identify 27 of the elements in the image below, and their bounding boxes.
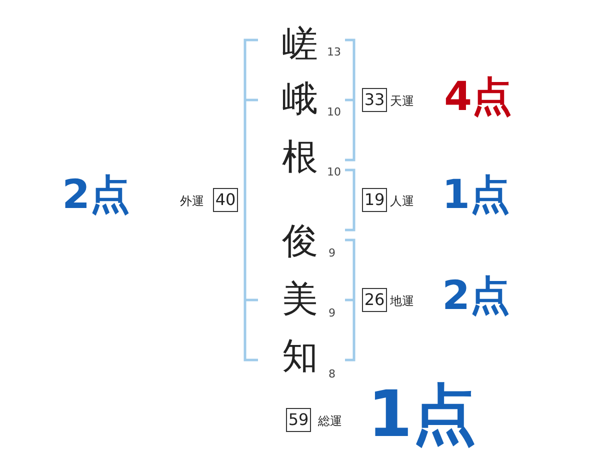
fortune-label: 人運: [390, 195, 414, 207]
fortune-number-box: 19: [362, 188, 387, 212]
fortune-number-box: 59: [286, 408, 311, 432]
fortune-label: 外運: [180, 195, 204, 207]
stroke-count: 8: [328, 368, 336, 380]
name-character: 根: [282, 140, 318, 176]
score-text: 2点: [442, 276, 510, 316]
score-text: 1点: [442, 175, 510, 215]
score-text: 2点: [62, 175, 130, 215]
stroke-count: 9: [328, 308, 336, 318]
score-text: 1点: [368, 383, 476, 447]
name-character: 峨: [282, 82, 318, 118]
fortune-number-box: 26: [362, 288, 387, 312]
name-character: 嵯: [282, 27, 318, 63]
fortune-number-box: 40: [213, 188, 238, 212]
name-character: 俊: [282, 224, 318, 260]
score-text: 4点: [444, 77, 512, 117]
stroke-count: 13: [327, 46, 341, 58]
fortune-label: 総運: [318, 415, 342, 427]
fortune-label: 天運: [390, 95, 414, 107]
name-character: 知: [282, 339, 318, 375]
name-character: 美: [282, 282, 318, 318]
fortune-label: 地運: [390, 295, 414, 307]
stroke-count: 9: [328, 248, 336, 258]
stroke-count: 10: [327, 106, 341, 118]
fortune-number-box: 33: [362, 88, 387, 112]
stroke-count: 10: [327, 166, 341, 178]
